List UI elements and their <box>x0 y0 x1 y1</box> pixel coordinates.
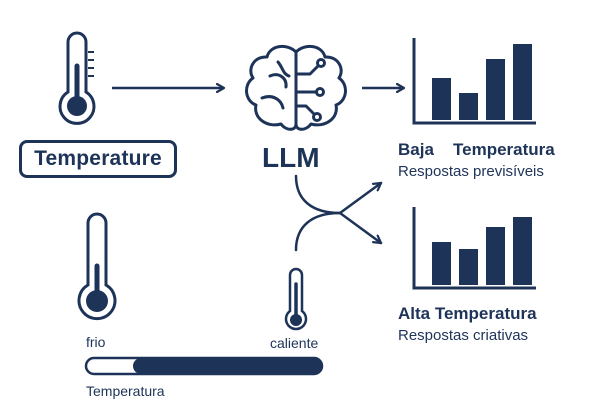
low-temp-bar-3 <box>486 59 505 120</box>
llm-label: LLM <box>262 142 320 173</box>
thermometer-icon <box>58 31 96 125</box>
cold-label: frio <box>86 334 106 350</box>
bar-chart-top <box>412 38 536 125</box>
thermometer-hot-icon <box>284 267 308 331</box>
bar-chart-bottom <box>412 207 536 290</box>
hot-label: caliente <box>270 335 319 351</box>
thermometer-cold-icon <box>77 212 117 321</box>
low-temp-subtitle: Respostas previsíveis <box>398 163 544 180</box>
high-temp-bar-3 <box>486 227 505 285</box>
high-temp-bar-2 <box>459 249 478 285</box>
temperature-scale-bar <box>84 356 324 376</box>
high-temp-subtitle: Respostas criativas <box>398 327 529 344</box>
low-temp-bar-2 <box>459 93 478 120</box>
high-temp-bar-1 <box>432 242 451 285</box>
branching-arrow-icon <box>294 174 383 252</box>
low-temp-bar-1 <box>432 78 451 120</box>
low-temp-title-word1: Baja <box>398 140 434 159</box>
temperature-input-box: Temperature <box>19 140 177 178</box>
scale-bar-label: Temperatura <box>86 383 165 399</box>
brain-circuit-icon <box>245 44 347 131</box>
high-temp-bar-4 <box>513 217 532 285</box>
low-temp-title-word2: Temperatura <box>453 140 555 159</box>
temperature-label: Temperature <box>34 147 162 170</box>
low-temp-bar-4 <box>513 44 532 120</box>
high-temp-title: Alta Temperatura <box>398 304 537 323</box>
